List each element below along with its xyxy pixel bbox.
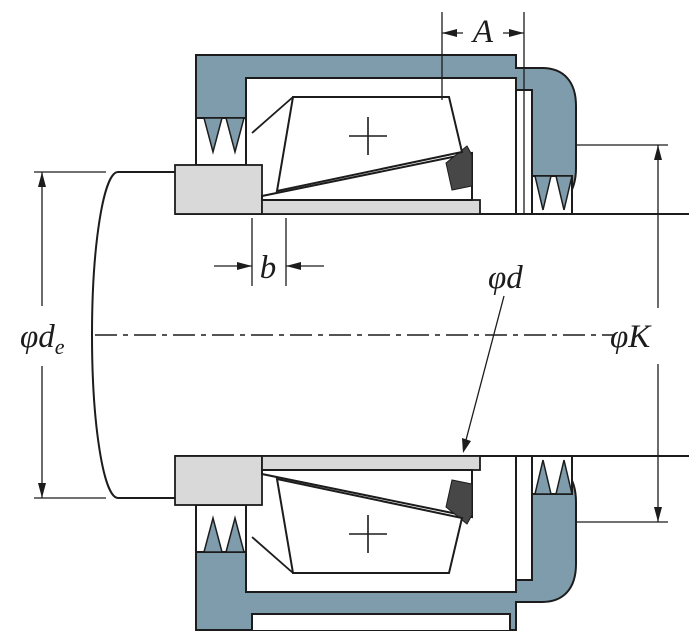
dimension-phi-d-e: φde xyxy=(20,171,106,499)
seal-tooth-top-left-2 xyxy=(225,117,245,155)
dimension-A-extension-lines xyxy=(441,12,525,214)
dimension-A-arrow-left xyxy=(442,29,457,37)
dimension-phi-K: φK xyxy=(576,144,668,523)
dimension-A-arrow-right xyxy=(509,29,524,37)
raceway-shoulder-top xyxy=(251,96,294,134)
lock-nut-top xyxy=(174,164,263,215)
seal-tooth-top-left-1 xyxy=(203,117,223,155)
phi-symbol: φ xyxy=(20,319,38,355)
dimension-b-arrow-right xyxy=(286,262,301,270)
roller-bottom xyxy=(275,477,464,574)
adapter-sleeve-top xyxy=(261,199,481,215)
dimension-phi-d: φd xyxy=(462,260,523,453)
adapter-sleeve-bottom xyxy=(261,455,481,471)
seal-tooth-top-right-1 xyxy=(534,175,552,211)
raceway-shoulder-bottom xyxy=(251,536,294,574)
dimension-phi-d-e-arrow-top xyxy=(38,172,46,187)
dimension-phi-d-e-extension-lines xyxy=(34,171,106,499)
seal-tooth-bottom-right-2 xyxy=(555,459,573,495)
dimension-b-extension-lines xyxy=(251,218,287,286)
phi-d-e-subscript: e xyxy=(55,334,65,359)
dimension-phi-K-arrow-top xyxy=(654,145,662,160)
base-recess-edge xyxy=(251,613,511,630)
dimension-b: b xyxy=(214,218,324,286)
roller-center-mark-bottom xyxy=(349,515,387,553)
base-recess xyxy=(252,614,510,630)
roller-top xyxy=(275,96,464,193)
cage-rib-top xyxy=(445,145,473,191)
dim-label-phi-K: φK xyxy=(610,319,652,355)
dim-label-phi-d-e: φde xyxy=(20,319,65,359)
inner-ring-bottom xyxy=(261,469,473,519)
dim-label-A: A xyxy=(471,14,494,50)
seal-tooth-bottom-left-1 xyxy=(203,515,223,553)
seal-tooth-top-right-2 xyxy=(555,175,573,211)
dim-label-phi-d: φd xyxy=(488,260,523,296)
phi-d-letter: d xyxy=(506,260,523,296)
inner-ring-top xyxy=(261,151,473,201)
dimension-phi-d-leader xyxy=(465,295,505,441)
dimension-phi-K-extension-lines xyxy=(576,144,668,523)
lock-nut-bottom xyxy=(174,455,263,506)
dimension-A: A xyxy=(441,12,525,214)
phi-symbol: φ xyxy=(488,260,506,296)
dimension-phi-d-arrow xyxy=(462,438,471,453)
seal-tooth-bottom-right-1 xyxy=(534,459,552,495)
phi-d-e-letter: d xyxy=(38,319,55,355)
dimension-phi-d-e-arrow-bottom xyxy=(38,483,46,498)
roller-center-mark-top xyxy=(349,117,387,155)
phi-symbol: φ xyxy=(610,319,628,355)
dimension-phi-K-arrow-bottom xyxy=(654,507,662,522)
cage-rib-bottom xyxy=(445,479,473,525)
phi-K-letter: K xyxy=(627,319,652,355)
seal-tooth-bottom-left-2 xyxy=(225,515,245,553)
housing-slot-bottom-right xyxy=(515,455,533,581)
dimension-b-arrow-left xyxy=(237,262,252,270)
dim-label-b: b xyxy=(260,250,277,286)
